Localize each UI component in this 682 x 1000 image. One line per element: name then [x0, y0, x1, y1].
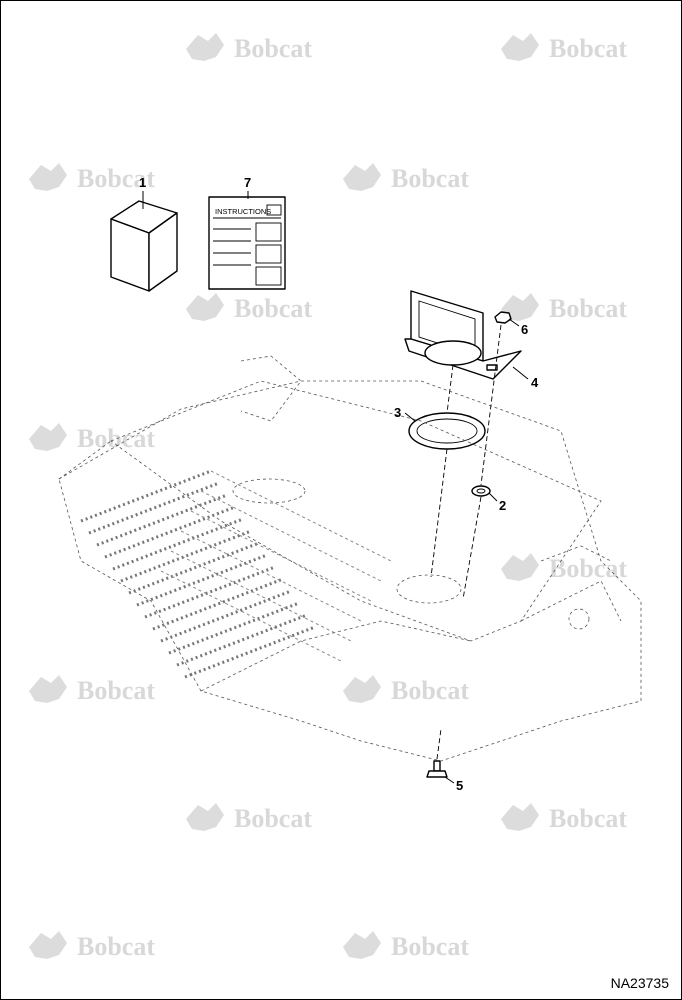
- svg-text:3: 3: [394, 405, 401, 420]
- callout-7: 7: [244, 175, 251, 199]
- callout-1: 1: [139, 175, 146, 209]
- watermark: Bobcat: [501, 553, 627, 583]
- callout-6: 6: [508, 318, 528, 337]
- part-4-bracket: [404, 290, 522, 380]
- watermark: Bobcat: [343, 675, 469, 705]
- watermark: Bobcat: [186, 293, 312, 323]
- instructions-sheet-title: INSTRUCTIONS: [215, 207, 271, 216]
- watermark-text: Bobcat: [549, 34, 627, 63]
- callouts: 1 7 6 4 3 2 5: [139, 175, 539, 793]
- svg-text:4: 4: [531, 375, 539, 390]
- svg-text:7: 7: [244, 175, 251, 190]
- watermark-text: Bobcat: [391, 932, 469, 961]
- watermark-text: Bobcat: [391, 164, 469, 193]
- svg-text:2: 2: [499, 498, 506, 513]
- watermark: Bobcat: [343, 931, 469, 961]
- part-6-nut: [494, 311, 512, 324]
- callout-5: 5: [444, 776, 463, 793]
- machine-frame: [58, 355, 642, 762]
- watermark: Bobcat: [29, 675, 155, 705]
- part-7-instructions: INSTRUCTIONS: [208, 196, 286, 290]
- callout-2: 2: [488, 492, 506, 513]
- part-2-washer: [471, 485, 491, 497]
- watermark: Bobcat: [501, 803, 627, 833]
- part-5-bolt: [426, 760, 448, 778]
- assembly-lines: [430, 324, 502, 760]
- watermark-text: Bobcat: [549, 554, 627, 583]
- watermark: Bobcat: [186, 803, 312, 833]
- watermark: Bobcat: [501, 293, 627, 323]
- callout-3: 3: [394, 405, 416, 422]
- watermark: Bobcat: [29, 423, 155, 453]
- watermark: Bobcat: [29, 931, 155, 961]
- part-3-gasket: [408, 412, 486, 450]
- watermark-text: Bobcat: [234, 34, 312, 63]
- part-1-box: [110, 200, 178, 292]
- svg-text:6: 6: [521, 322, 528, 337]
- watermark-text: Bobcat: [549, 804, 627, 833]
- watermark: Bobcat: [501, 33, 627, 63]
- callout-4: 4: [512, 366, 539, 390]
- watermark-layer: Bobcat Bobcat Bobcat Bobcat Bobcat Bobca…: [29, 33, 627, 961]
- watermark-text: Bobcat: [549, 294, 627, 323]
- figure-id: NA23735: [610, 975, 669, 991]
- watermark-text: Bobcat: [77, 424, 155, 453]
- watermark-text: Bobcat: [234, 294, 312, 323]
- watermark: Bobcat: [343, 163, 469, 193]
- floor-grating: [80, 469, 392, 679]
- watermark-text: Bobcat: [391, 676, 469, 705]
- watermark: Bobcat: [29, 163, 155, 193]
- watermark-text: Bobcat: [77, 164, 155, 193]
- watermark-text: Bobcat: [234, 804, 312, 833]
- svg-text:1: 1: [139, 175, 146, 190]
- watermark-text: Bobcat: [77, 932, 155, 961]
- watermark: Bobcat: [186, 33, 312, 63]
- svg-text:5: 5: [456, 778, 463, 793]
- watermark-text: Bobcat: [77, 676, 155, 705]
